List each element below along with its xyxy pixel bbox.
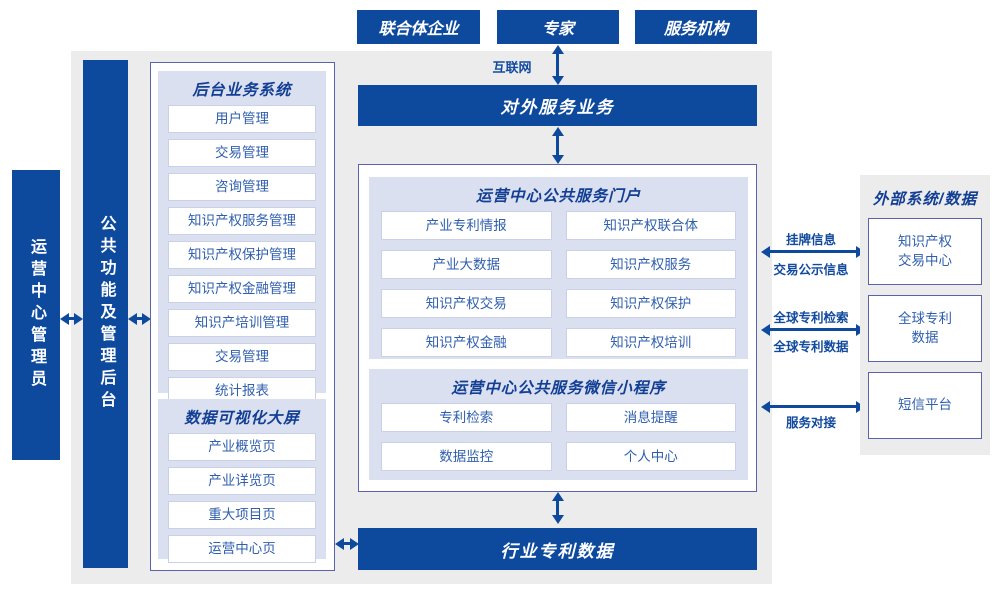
dashboard-title: 数据可视化大屏 [184, 410, 300, 427]
dashboard-industry-double-arrow-icon [344, 542, 350, 545]
backend-system-title: 后台业务系统 [192, 82, 292, 99]
portal-item: 知识产权联合体 [565, 211, 736, 240]
dashboard-item: 产业概览页 [168, 433, 316, 461]
mini-program-title: 运营中心公共服务微信小程序 [451, 380, 666, 397]
dashboard-item: 运营中心页 [168, 535, 316, 563]
portal-outer-box: 运营中心公共服务门户 产业专利情报 知识产权联合体 产业大数据 知识产权服务 知… [358, 164, 757, 492]
backend-item: 知识产权保护管理 [168, 241, 316, 269]
external-systems-title: 外部系统/数据 [872, 191, 978, 208]
admin-role-bar-label: 运营中心管理员 [28, 238, 45, 392]
link-label-service-connect: 服务对接 [785, 416, 836, 430]
external-box-global-patent-data: 全球专利 数据 [868, 295, 982, 362]
portal-item: 知识产权保护 [565, 289, 736, 318]
backend-item: 知识产权金融管理 [168, 275, 316, 303]
portal-industry-double-arrow-icon [556, 501, 559, 515]
external-box-sms-platform: 短信平台 [868, 372, 982, 439]
link-label-global-patent-data: 全球专利数据 [773, 340, 849, 354]
dashboard-item: 重大项目页 [168, 501, 316, 529]
portal-panel: 运营中心公共服务门户 产业专利情报 知识产权联合体 产业大数据 知识产权服务 知… [369, 177, 748, 359]
mini-program-item: 消息提醒 [565, 403, 736, 432]
service-portal-double-arrow-icon [556, 136, 559, 155]
admin-backend-double-arrow-icon [69, 317, 74, 320]
portal-title: 运营中心公共服务门户 [475, 188, 641, 205]
external-systems-panel: 外部系统/数据 知识产权 交易中心 全球专利 数据 短信平台 [860, 175, 990, 455]
portal-items: 产业专利情报 知识产权联合体 产业大数据 知识产权服务 知识产权交易 知识产权保… [369, 211, 748, 357]
backend-system-panel: 后台业务系统 用户管理 交易管理 咨询管理 知识产权服务管理 知识产权保护管理 … [158, 71, 326, 405]
portal-item: 知识产权服务 [565, 250, 736, 279]
actor-box-expert: 专家 [497, 10, 619, 44]
backend-box-double-arrow-icon [137, 317, 142, 320]
portal-item: 知识产权交易 [381, 289, 552, 318]
backend-outer-box: 后台业务系统 用户管理 交易管理 咨询管理 知识产权服务管理 知识产权保护管理 … [150, 62, 335, 571]
mini-program-panel: 运营中心公共服务微信小程序 专利检索 消息提醒 数据监控 个人中心 [369, 369, 748, 480]
mini-program-item: 专利检索 [381, 403, 552, 432]
industry-data-bar: 行业专利数据 [358, 528, 757, 570]
backend-item: 知识产权服务管理 [168, 207, 316, 235]
sms-platform-double-arrow-icon [770, 405, 856, 408]
backend-system-items: 用户管理 交易管理 咨询管理 知识产权服务管理 知识产权保护管理 知识产权金融管… [158, 105, 326, 405]
portal-item: 知识产权金融 [381, 328, 552, 357]
backend-item: 用户管理 [168, 105, 316, 133]
internet-label: 互联网 [492, 60, 532, 75]
mini-program-item: 个人中心 [565, 442, 736, 471]
mini-program-items: 专利检索 消息提醒 数据监控 个人中心 [369, 403, 748, 471]
link-label-listing-info: 挂牌信息 [785, 233, 836, 247]
dashboard-items: 产业概览页 产业详览页 重大项目页 运营中心页 [158, 433, 326, 563]
dashboard-panel: 数据可视化大屏 产业概览页 产业详览页 重大项目页 运营中心页 [158, 399, 326, 563]
actor-box-consortium: 联合体企业 [357, 10, 480, 44]
external-box-ip-trade-center: 知识产权 交易中心 [868, 218, 982, 285]
link-label-global-patent-search: 全球专利检索 [773, 311, 849, 325]
backend-item: 知识产培训管理 [168, 309, 316, 337]
backend-item: 交易管理 [168, 139, 316, 167]
mini-program-item: 数据监控 [381, 442, 552, 471]
backend-item: 咨询管理 [168, 173, 316, 201]
internet-double-arrow-icon [556, 54, 559, 76]
portal-item: 知识产权培训 [565, 328, 736, 357]
actor-box-service-org: 服务机构 [635, 10, 757, 44]
admin-role-bar: 运营中心管理员 [12, 170, 60, 460]
backend-admin-bar-label: 公共功能及管理后台 [97, 215, 115, 413]
dashboard-item: 产业详览页 [168, 467, 316, 495]
portal-item: 产业专利情报 [381, 211, 552, 240]
external-service-bar: 对外服务业务 [358, 85, 757, 126]
backend-item: 交易管理 [168, 343, 316, 371]
global-patent-double-arrow-icon [770, 328, 856, 331]
trade-center-double-arrow-icon [770, 250, 856, 253]
link-label-trade-publicity: 交易公示信息 [773, 263, 849, 277]
backend-admin-bar: 公共功能及管理后台 [83, 60, 128, 568]
portal-item: 产业大数据 [381, 250, 552, 279]
